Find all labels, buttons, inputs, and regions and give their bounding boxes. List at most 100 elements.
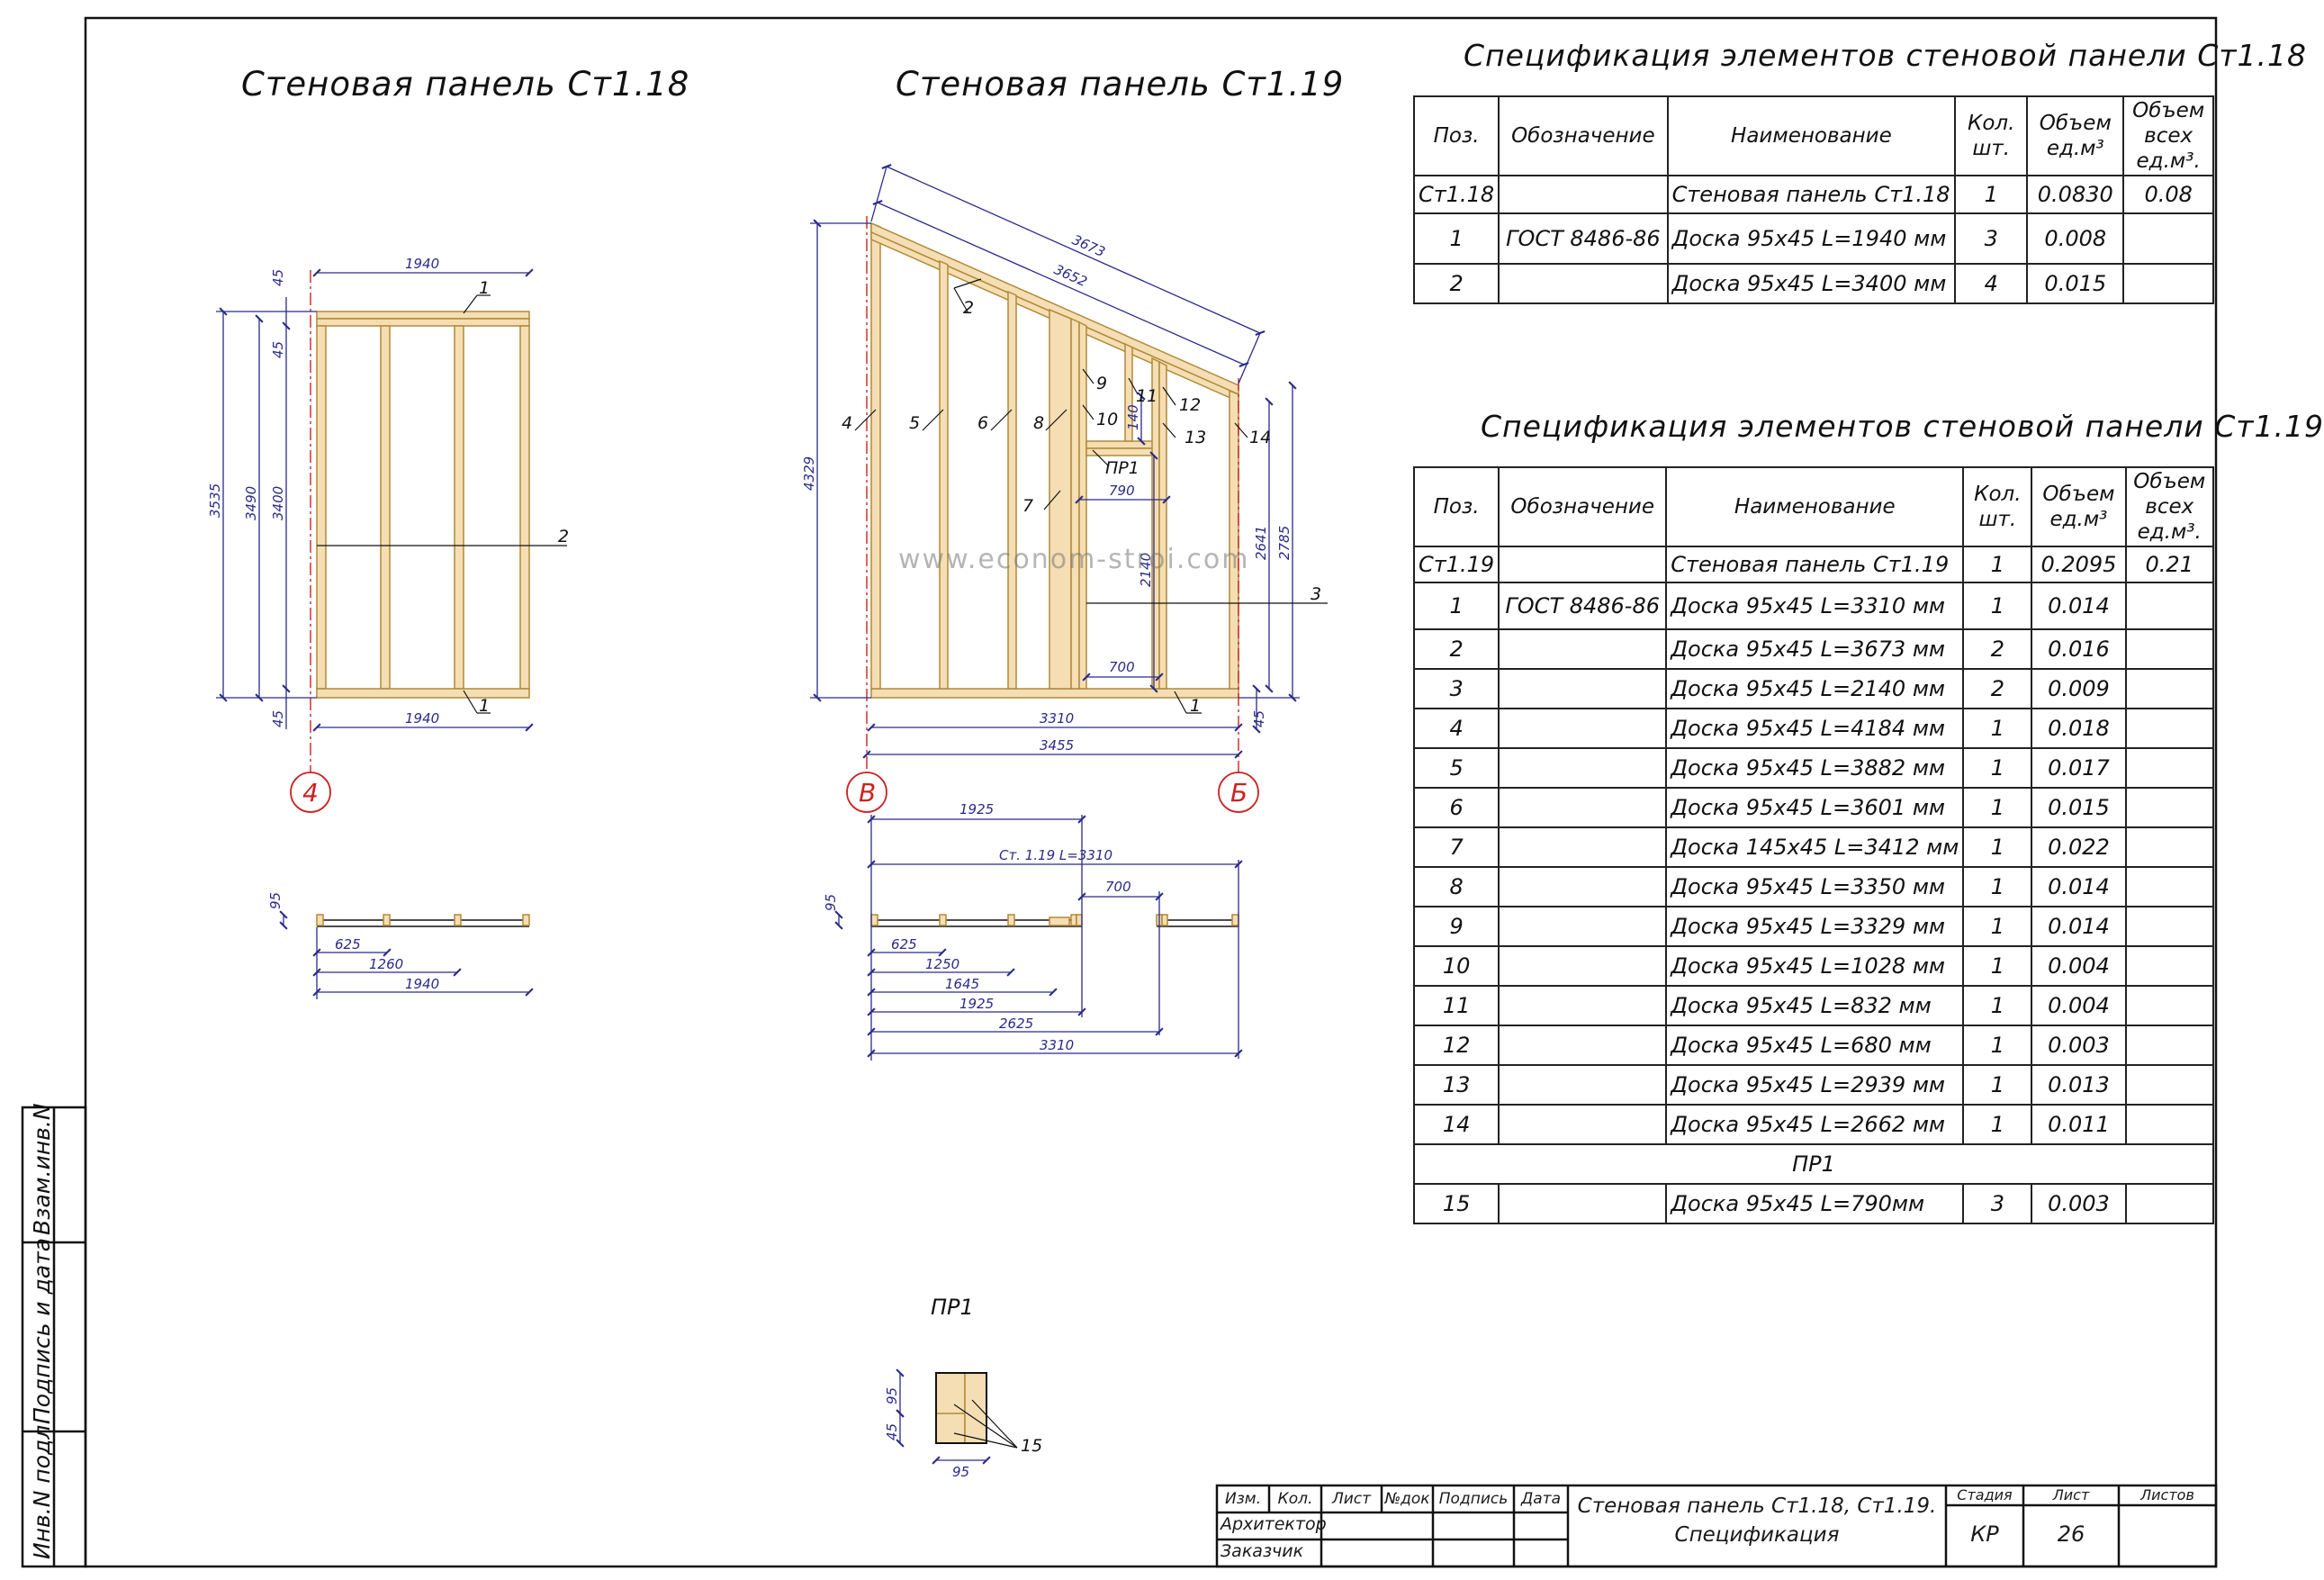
spec1-cell: 0.0830 <box>2026 175 2125 214</box>
spec2-cell: 4 <box>1412 708 1500 749</box>
panel-b-dim-hr1: 2641 <box>1253 526 1269 560</box>
stamp-col-izm: Изм. <box>1225 1490 1261 1508</box>
pr1-detail <box>896 1368 1018 1465</box>
spec2-cell: 1 <box>1962 866 2033 907</box>
spec2-cell: 0.013 <box>2031 1064 2127 1106</box>
spec1-cell: Доска 95х45 L=3400 мм <box>1666 263 1957 304</box>
spec1-cell <box>2122 212 2214 265</box>
spec2-cell: 1 <box>1962 906 2033 947</box>
spec2-cell <box>2124 787 2214 828</box>
panel-b-label-13: 13 <box>1185 428 1206 447</box>
panel-b-sec-d1: 625 <box>891 936 917 953</box>
spec1-cell: 1 <box>1954 175 2029 214</box>
spec1-h-name: Наименование <box>1666 95 1957 176</box>
spec2-cell: 0.014 <box>2031 582 2127 630</box>
panel-a-label-1-top: 1 <box>479 278 490 298</box>
spec2-h-name: Наименование <box>1665 466 1965 547</box>
spec1-cell: 4 <box>1954 263 2029 304</box>
spec2-cell <box>2124 866 2214 907</box>
spec2-cell: Доска 145х45 L=3412 мм <box>1665 826 1965 868</box>
spec2-cell: Ст1.19 <box>1412 546 1500 583</box>
spec2-cell: 1 <box>1962 826 2033 868</box>
spec1-cell: ГОСТ 8486-86 <box>1498 212 1669 265</box>
spec1-cell: 0.015 <box>2026 263 2125 304</box>
side-label-vzam: Взам.инв.N <box>29 1103 55 1235</box>
spec2-cell: Доска 95х45 L=2662 мм <box>1665 1104 1965 1145</box>
table-group-row: ПР1 <box>1413 1143 2214 1185</box>
spec1-h-vol: Объем ед.м³ <box>2026 95 2125 176</box>
spec2-cell: Доска 95х45 L=4184 мм <box>1665 708 1965 749</box>
panel-a-section <box>279 910 534 999</box>
panel-b-label-9: 9 <box>1096 374 1107 393</box>
panel-b-label-6: 6 <box>977 413 988 433</box>
spec1-title: Спецификация элементов стеновой панели С… <box>1464 38 2307 73</box>
panel-b-label-14: 14 <box>1249 428 1271 447</box>
spec2-cell: 0.004 <box>2031 945 2127 987</box>
spec2-cell: 1 <box>1962 985 2033 1026</box>
spec2-cell: 6 <box>1412 787 1500 828</box>
panel-a-dim-h1: 3535 <box>207 483 223 518</box>
panel-b-dim-open-w: 790 <box>1109 483 1135 499</box>
spec2-cell <box>2124 1104 2214 1145</box>
spec2-cell: 3 <box>1962 1183 2033 1224</box>
panel-a-dim-h3: 3400 <box>270 486 286 520</box>
stamp-col-date: Дата <box>1520 1490 1562 1508</box>
stamp-sheets-label: Листов <box>2140 1486 2194 1503</box>
panel-b-sec-d4: 1925 <box>959 996 994 1012</box>
spec2-cell: 13 <box>1412 1064 1500 1106</box>
spec2-h-vol: Объем ед.м³ <box>2031 466 2127 547</box>
spec2-cell: 1 <box>1962 945 2033 987</box>
spec2-cell: 0.011 <box>2031 1104 2127 1145</box>
spec2-cell <box>1498 1025 1668 1066</box>
spec2-cell: 0.21 <box>2124 546 2214 583</box>
spec2-cell: 0.004 <box>2031 985 2127 1026</box>
pr1-title: ПР1 <box>931 1295 974 1320</box>
spec2-cell: 1 <box>1962 1064 2033 1106</box>
spec1-h-volall: Объем всех ед.м³. <box>2122 95 2214 176</box>
panel-a-dim-top: 1940 <box>405 256 439 272</box>
sheet-frame <box>84 16 2218 1568</box>
side-label-inv: Инв.N подл. <box>29 1417 55 1559</box>
spec2-cell <box>2124 1025 2214 1066</box>
spec2-cell: 8 <box>1412 866 1500 907</box>
spec2-h-pos: Поз. <box>1412 466 1500 547</box>
spec2-cell: 0.014 <box>2031 866 2127 907</box>
spec2-cell: 1 <box>1962 708 2033 749</box>
panel-a-label-1-bottom: 1 <box>479 696 490 716</box>
stamp-architect: Архитектор <box>1221 1514 1327 1534</box>
spec2-cell <box>1498 1104 1668 1145</box>
spec2-cell: ГОСТ 8486-86 <box>1498 582 1668 630</box>
spec2-h-qty: Кол. шт. <box>1962 466 2033 547</box>
panel-b-dim-45: 45 <box>1251 710 1267 727</box>
spec1-cell <box>2122 263 2214 304</box>
spec2-cell: Доска 95х45 L=3601 мм <box>1665 787 1965 828</box>
spec2-cell: Доска 95х45 L=832 мм <box>1665 985 1965 1026</box>
spec2-cell: Доска 95х45 L=3882 мм <box>1665 747 1965 789</box>
panel-b-dim-hr2: 2785 <box>1276 526 1293 560</box>
panel-a-sec-625: 625 <box>335 936 361 953</box>
axis-marker-v <box>846 772 887 813</box>
panel-b-label-8: 8 <box>1033 413 1044 433</box>
axis-marker-4 <box>290 772 331 813</box>
spec2-cell <box>1498 945 1668 987</box>
panel-b-dim-slope2: 3652 <box>1051 261 1089 290</box>
spec2-cell: 14 <box>1412 1104 1500 1145</box>
spec2-table: Поз. Обозначение Наименование Кол. шт. О… <box>1412 466 2214 1224</box>
spec1-cell <box>1498 175 1669 214</box>
panel-b-label-pr1: ПР1 <box>1105 458 1139 478</box>
spec2-cell: 0.003 <box>2031 1025 2127 1066</box>
axis-marker-4-label: 4 <box>302 778 319 808</box>
panel-a-sec-95: 95 <box>267 892 284 909</box>
spec2-cell: 1 <box>1962 546 2033 583</box>
